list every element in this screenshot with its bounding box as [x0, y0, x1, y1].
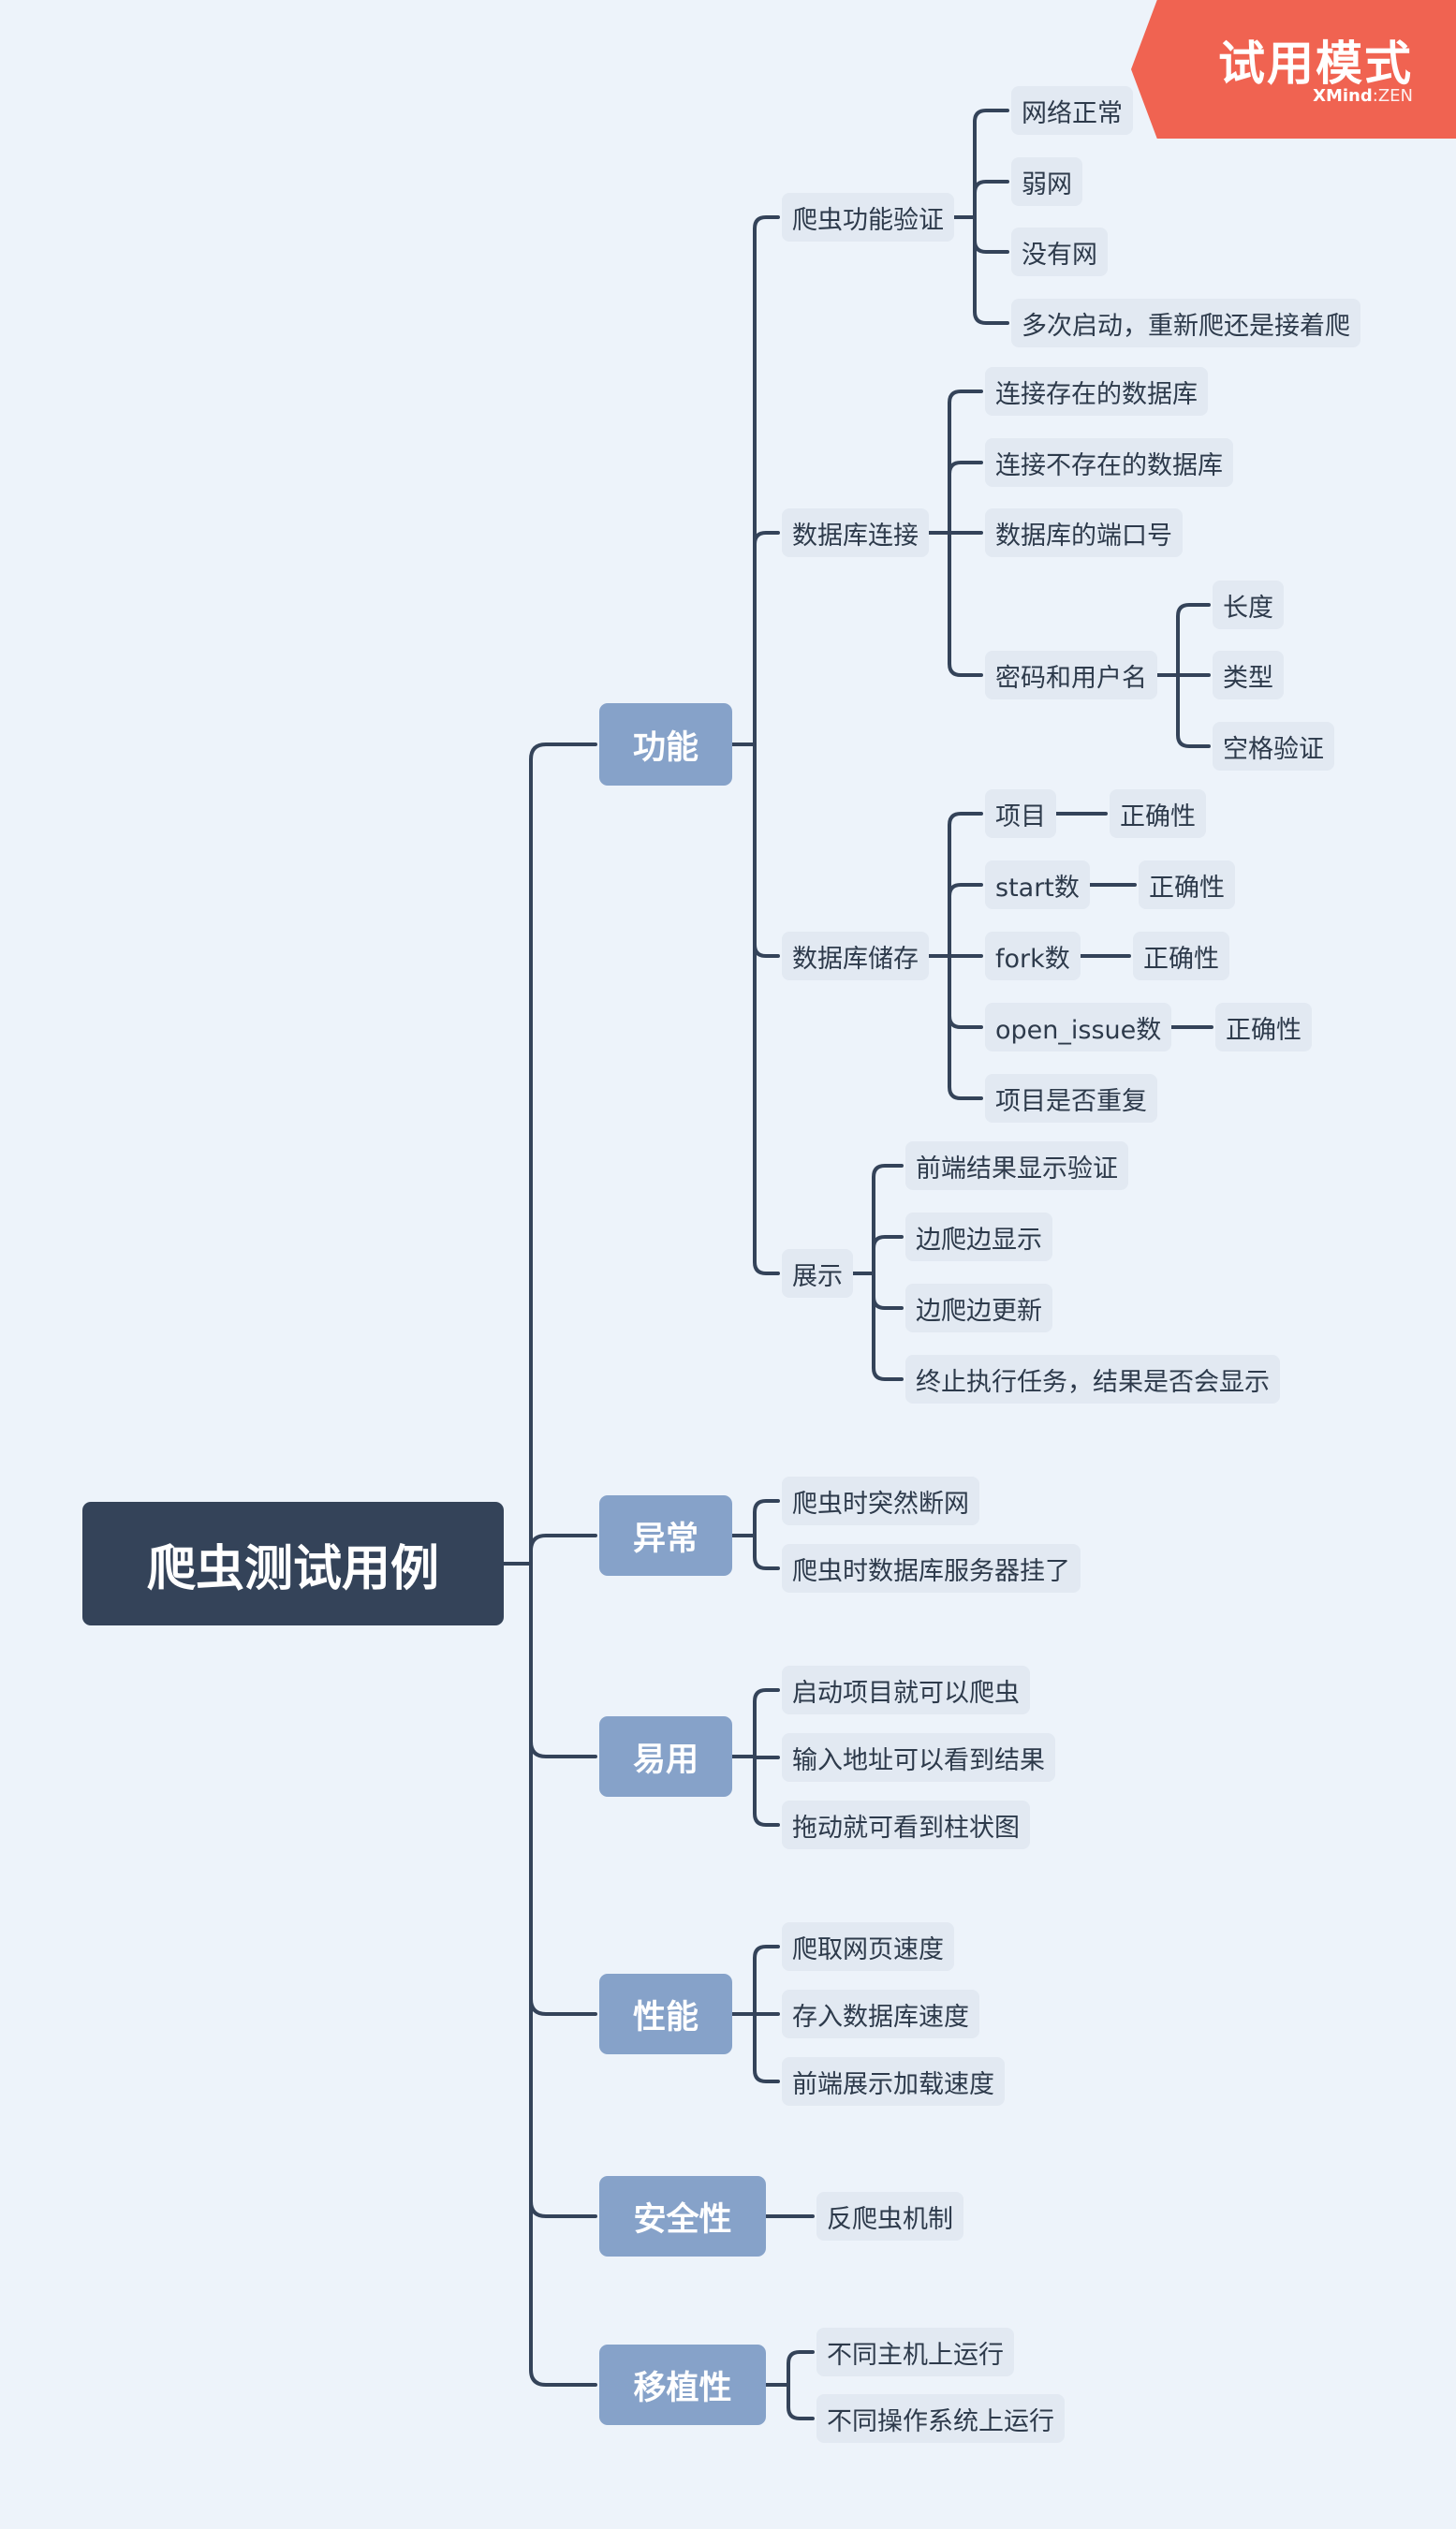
detail-topic[interactable]: 正确性	[1110, 789, 1206, 838]
subtopic[interactable]: 输入地址可以看到结果	[782, 1733, 1055, 1782]
connector-line	[1176, 603, 1211, 677]
connector-line	[753, 743, 780, 1275]
trial-mode-title: 试用模式	[1218, 37, 1413, 91]
connector-line	[529, 1534, 597, 1566]
detail-topic[interactable]: 终止执行任务，结果是否会显示	[905, 1355, 1280, 1404]
main-topic[interactable]: 安全性	[599, 2176, 766, 2257]
connector-line	[787, 2383, 815, 2420]
xmind-zen-brand: XMind:ZEN	[1313, 86, 1413, 106]
connector-line	[872, 1272, 904, 1381]
connector-line	[973, 109, 1009, 219]
subtopic[interactable]: 数据库连接	[782, 508, 929, 557]
main-topic[interactable]: 功能	[599, 703, 732, 786]
connector-line	[529, 1562, 597, 2218]
subtopic[interactable]: 展示	[782, 1249, 853, 1298]
connector-line	[948, 531, 983, 677]
subtopic[interactable]: 存入数据库速度	[782, 1990, 979, 2038]
main-topic[interactable]: 异常	[599, 1495, 732, 1576]
detail-topic[interactable]: 项目是否重复	[985, 1074, 1157, 1123]
subtopic[interactable]: 拖动就可看到柱状图	[782, 1801, 1030, 1849]
root-topic[interactable]: 爬虫测试用例	[82, 1502, 504, 1625]
connector-line	[948, 390, 983, 535]
connector-line	[753, 2012, 780, 2083]
connector-line	[753, 531, 780, 746]
detail-topic[interactable]: 没有网	[1011, 228, 1108, 276]
subtopic[interactable]: 爬取网页速度	[782, 1922, 954, 1971]
detail-topic[interactable]: 边爬边更新	[905, 1284, 1052, 1332]
connector-line	[872, 1272, 904, 1310]
subtopic[interactable]: 不同主机上运行	[816, 2328, 1014, 2376]
detail-topic[interactable]: 类型	[1213, 651, 1284, 699]
detail-topic[interactable]: fork数	[985, 932, 1081, 980]
detail-topic[interactable]: 正确性	[1133, 932, 1229, 980]
connector-line	[753, 1534, 780, 1570]
connector-line	[529, 1562, 597, 2016]
connector-line	[948, 883, 983, 958]
subtopic[interactable]: 爬虫功能验证	[782, 193, 954, 242]
connector-line	[787, 2350, 815, 2387]
connector-line	[753, 743, 780, 958]
subtopic[interactable]: 爬虫时突然断网	[782, 1477, 979, 1525]
connector-line	[973, 180, 1009, 219]
connector-line	[948, 954, 983, 1100]
connector-line	[973, 215, 1009, 254]
connector-line	[529, 1562, 597, 1758]
detail-topic[interactable]: 多次启动，重新爬还是接着爬	[1011, 299, 1360, 347]
detail-topic[interactable]: 长度	[1213, 581, 1284, 629]
detail-topic[interactable]: 密码和用户名	[985, 651, 1157, 699]
detail-topic[interactable]: 正确性	[1139, 860, 1235, 909]
trial-mode-badge[interactable]: 试用模式 XMind:ZEN	[1131, 0, 1456, 139]
connector-line	[753, 1755, 780, 1827]
connector-line	[973, 215, 1009, 325]
detail-topic[interactable]: 弱网	[1011, 157, 1082, 206]
subtopic[interactable]: 不同操作系统上运行	[816, 2394, 1065, 2443]
detail-topic[interactable]: 连接存在的数据库	[985, 367, 1208, 416]
main-topic[interactable]: 移植性	[599, 2345, 766, 2425]
detail-topic[interactable]: 网络正常	[1011, 86, 1133, 135]
detail-topic[interactable]: 项目	[985, 789, 1056, 838]
connector-line	[948, 954, 983, 1029]
detail-topic[interactable]: 数据库的端口号	[985, 508, 1183, 557]
connector-line	[529, 743, 597, 1566]
connector-line	[872, 1164, 904, 1275]
detail-topic[interactable]: 空格验证	[1213, 722, 1334, 771]
subtopic[interactable]: 爬虫时数据库服务器挂了	[782, 1544, 1081, 1593]
detail-topic[interactable]: 正确性	[1215, 1003, 1312, 1051]
detail-topic[interactable]: 边爬边显示	[905, 1213, 1052, 1261]
connector-line	[753, 1945, 780, 2016]
connector-line	[529, 1562, 597, 2387]
connector-line	[948, 812, 983, 958]
detail-topic[interactable]: start数	[985, 860, 1090, 909]
subtopic[interactable]: 反爬虫机制	[816, 2192, 963, 2241]
subtopic[interactable]: 数据库储存	[782, 932, 929, 980]
detail-topic[interactable]: open_issue数	[985, 1003, 1172, 1051]
connector-line	[1176, 673, 1211, 748]
connector-line	[948, 461, 983, 535]
brand-name: XMind	[1313, 86, 1373, 106]
detail-topic[interactable]: 前端结果显示验证	[905, 1141, 1128, 1190]
subtopic[interactable]: 启动项目就可以爬虫	[782, 1666, 1030, 1714]
brand-edition: ZEN	[1377, 86, 1413, 106]
connector-line	[753, 1688, 780, 1758]
main-topic[interactable]: 易用	[599, 1716, 732, 1797]
connector-line	[872, 1235, 904, 1275]
detail-topic[interactable]: 连接不存在的数据库	[985, 438, 1233, 487]
connector-line	[753, 1499, 780, 1537]
main-topic[interactable]: 性能	[599, 1974, 732, 2054]
connector-line	[753, 215, 780, 746]
subtopic[interactable]: 前端展示加载速度	[782, 2057, 1005, 2106]
